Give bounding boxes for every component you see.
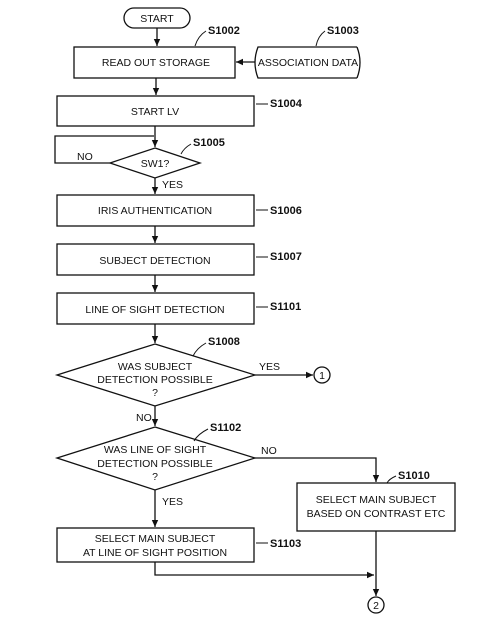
s1102-no-label: NO: [261, 445, 277, 457]
subject-detection-label: SUBJECT DETECTION: [99, 255, 210, 267]
s1103-line-1: SELECT MAIN SUBJECT: [95, 533, 216, 545]
step-id-s1006: S1006: [270, 205, 302, 217]
line-of-sight-detection-box: [56, 292, 255, 325]
s1008-yes-label: YES: [259, 361, 280, 373]
s1008-no-label: NO: [136, 412, 152, 424]
step-id-s1008: S1008: [208, 336, 240, 348]
s1008-line-1: WAS SUBJECT: [118, 361, 193, 373]
connector-2: [367, 596, 385, 614]
step-id-s1004: S1004: [270, 98, 303, 110]
step-id-s1101: S1101: [270, 301, 301, 313]
connector-1: [313, 366, 331, 384]
start-lv-label: START LV: [131, 106, 179, 118]
start-lv-box: [56, 95, 255, 127]
s1010-line-2: BASED ON CONTRAST ETC: [307, 508, 446, 520]
connector-1-label: 1: [319, 370, 325, 382]
sw1-label: SW1?: [141, 158, 170, 170]
step-id-s1002: S1002: [208, 25, 240, 37]
connector-2-label: 2: [373, 600, 379, 612]
s1008-line-2: DETECTION POSSIBLE: [97, 374, 213, 386]
step-id-s1102: S1102: [210, 422, 241, 434]
s1103-line-2: AT LINE OF SIGHT POSITION: [83, 547, 227, 559]
s1102-yes-label: YES: [162, 496, 183, 508]
sw1-no-label: NO: [77, 151, 93, 163]
select-main-subject-sight-box: [56, 527, 255, 563]
s1008-line-3: ?: [152, 387, 158, 399]
step-id-s1010: S1010: [398, 470, 430, 482]
step-id-s1005: S1005: [193, 137, 225, 149]
select-main-subject-contrast-box: [296, 482, 456, 532]
subject-detection-box: [56, 243, 255, 276]
step-id-s1007: S1007: [270, 251, 302, 263]
s1010-line-1: SELECT MAIN SUBJECT: [316, 494, 437, 506]
iris-authentication-label: IRIS AUTHENTICATION: [98, 205, 212, 217]
s1102-line-1: WAS LINE OF SIGHT: [104, 444, 207, 456]
sw1-yes-label: YES: [162, 179, 183, 191]
read-out-storage-label: READ OUT STORAGE: [102, 57, 210, 69]
start-label: START: [140, 13, 174, 25]
association-data-label: ASSOCIATION DATA: [258, 57, 358, 69]
s1102-line-3: ?: [152, 471, 158, 483]
step-id-s1003: S1003: [327, 25, 359, 37]
step-id-s1103: S1103: [270, 538, 301, 550]
line-of-sight-detection-label: LINE OF SIGHT DETECTION: [85, 304, 224, 316]
s1102-line-2: DETECTION POSSIBLE: [97, 458, 213, 470]
read-out-storage-box: [73, 46, 236, 79]
